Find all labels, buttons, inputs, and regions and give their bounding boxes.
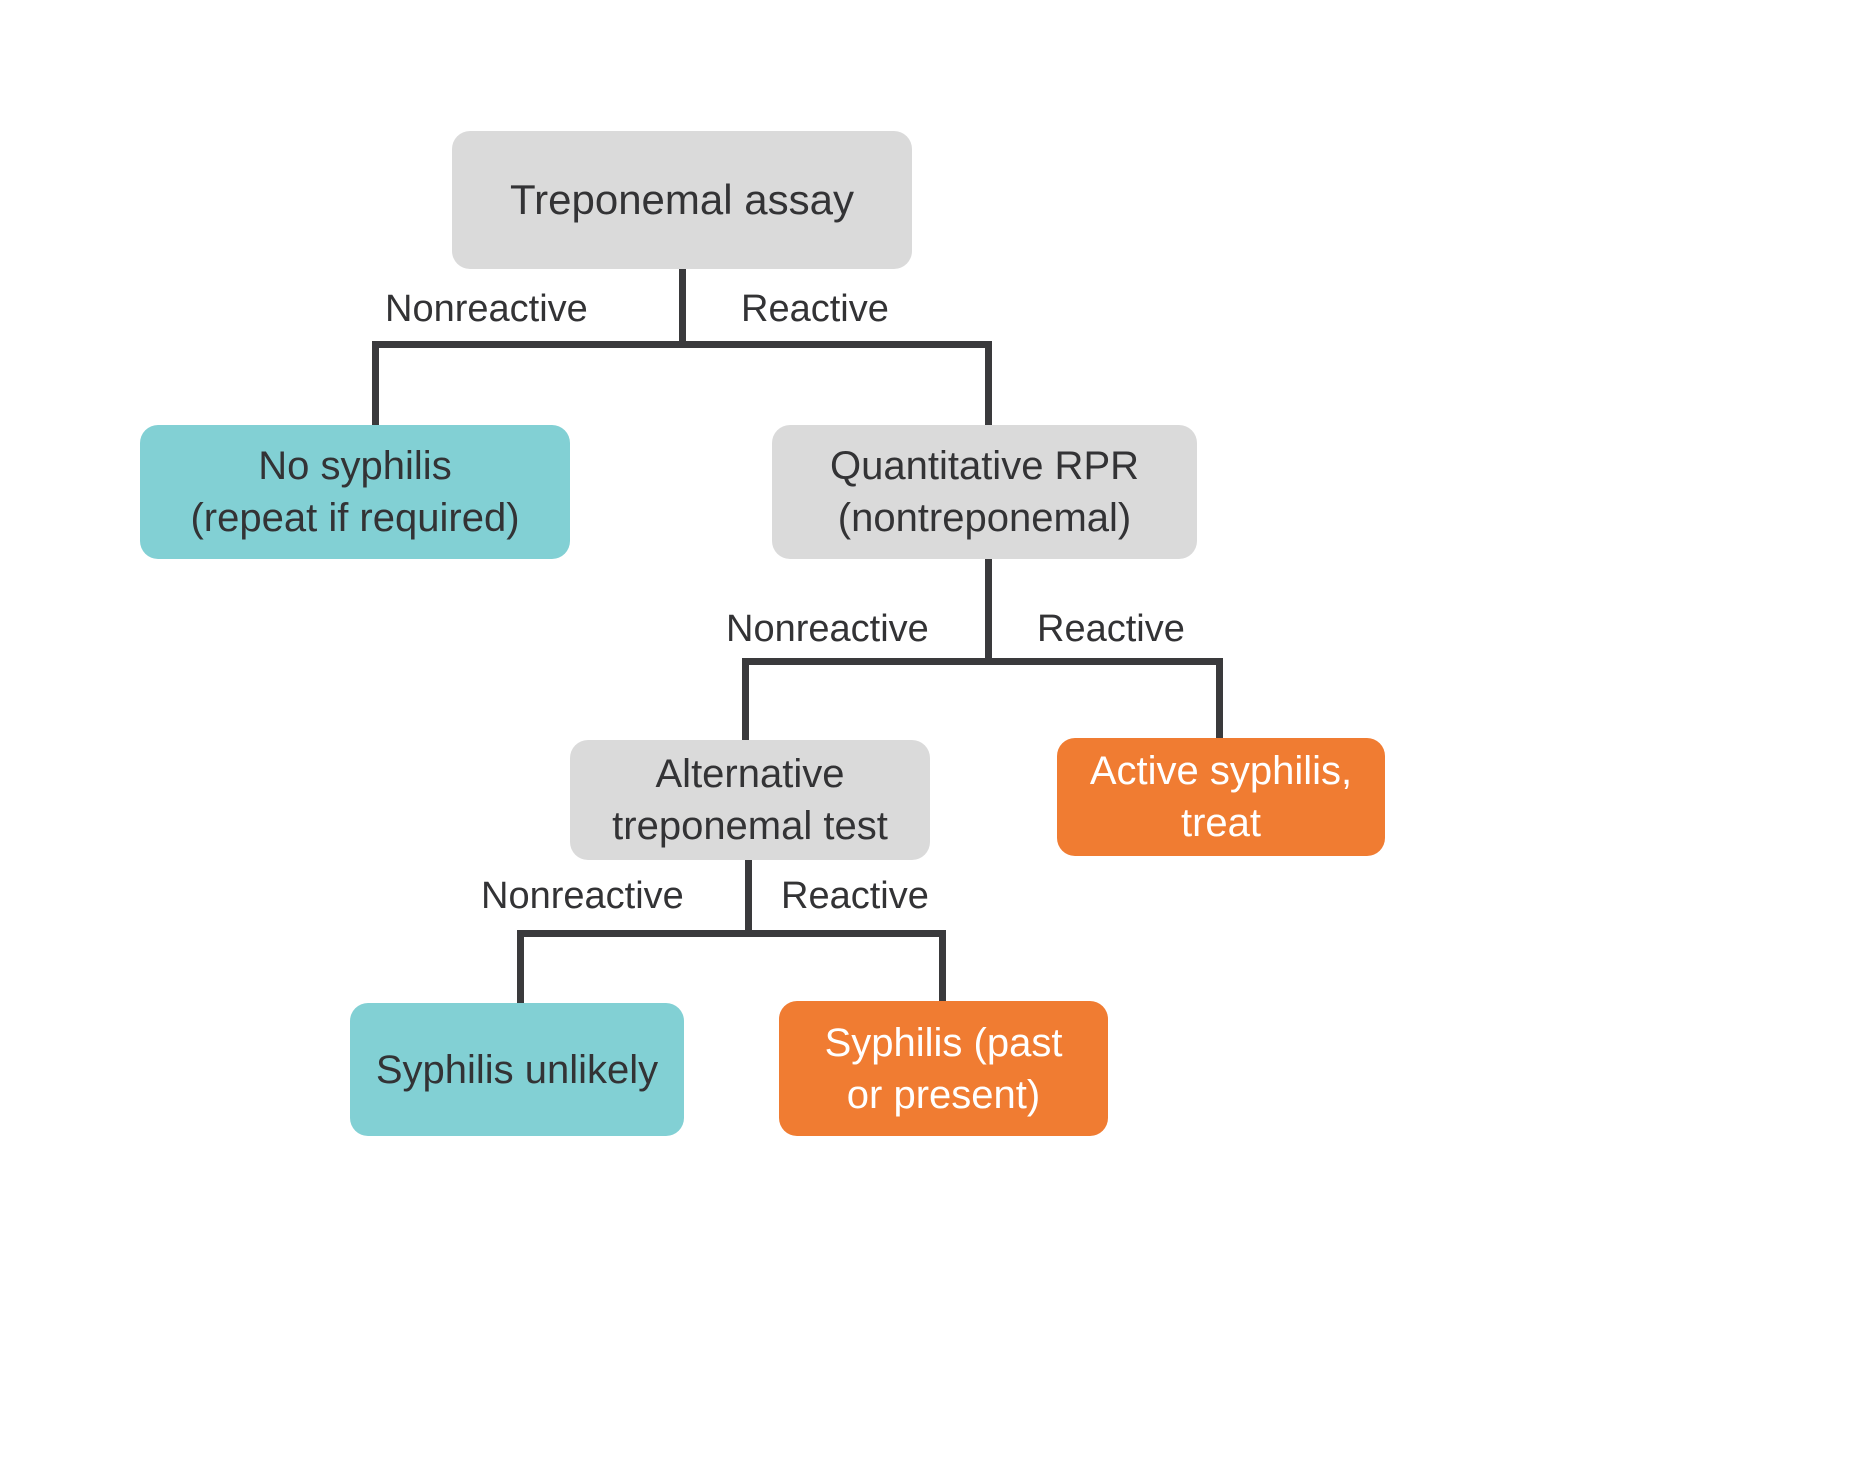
connector-rpr-stem — [985, 559, 992, 662]
node-no-syphilis-line1: No syphilis — [258, 444, 452, 488]
edge-label-level2-nonreactive: Nonreactive — [726, 608, 929, 650]
connector-level1-left-drop — [372, 341, 379, 431]
node-treponemal-assay-line1: Treponemal assay — [510, 175, 854, 223]
node-syphilis-unlikely[interactable]: Syphilis unlikely — [350, 1003, 684, 1136]
node-active-syphilis-treat[interactable]: Active syphilis, treat — [1057, 738, 1385, 856]
connector-level1-right-drop — [985, 341, 992, 429]
connector-level2-left-drop — [742, 658, 749, 744]
connector-level2-bus — [742, 658, 1223, 665]
node-alternative-treponemal-test-line1: Alternative — [655, 752, 845, 796]
node-syphilis-past-or-present-line1: Syphilis (past — [824, 1020, 1063, 1065]
connector-level1-bus — [372, 341, 992, 348]
node-active-syphilis-treat-line2: treat — [1180, 801, 1262, 845]
edge-label-level3-nonreactive: Nonreactive — [481, 875, 684, 917]
node-syphilis-unlikely-line1: Syphilis unlikely — [375, 1047, 659, 1092]
node-quantitative-rpr-line1: Quantitative RPR — [829, 444, 1140, 488]
connector-level3-right-drop — [939, 930, 946, 1005]
node-no-syphilis[interactable]: No syphilis (repeat if required) — [140, 425, 570, 559]
edge-label-level2-reactive: Reactive — [1037, 608, 1185, 650]
connector-level2-right-drop — [1216, 658, 1223, 741]
node-no-syphilis-line2: (repeat if required) — [190, 496, 520, 540]
edge-label-level1-nonreactive: Nonreactive — [385, 288, 588, 330]
node-active-syphilis-treat-line1: Active syphilis, — [1089, 749, 1353, 793]
node-quantitative-rpr[interactable]: Quantitative RPR (nontreponemal) — [772, 425, 1197, 559]
connector-level3-left-drop — [517, 930, 524, 1008]
edge-label-level3-reactive: Reactive — [781, 875, 929, 917]
connector-alt-test-stem — [745, 858, 752, 937]
edge-label-level1-reactive: Reactive — [741, 288, 889, 330]
node-treponemal-assay[interactable]: Treponemal assay — [452, 131, 912, 269]
node-syphilis-past-or-present[interactable]: Syphilis (past or present) — [779, 1001, 1108, 1136]
node-alternative-treponemal-test[interactable]: Alternative treponemal test — [570, 740, 930, 860]
node-syphilis-past-or-present-line2: or present) — [846, 1072, 1041, 1117]
connector-treponemal-stem — [679, 269, 686, 345]
node-alternative-treponemal-test-line2: treponemal test — [612, 804, 888, 848]
connector-level3-bus — [517, 930, 946, 937]
node-quantitative-rpr-line2: (nontreponemal) — [837, 496, 1132, 540]
